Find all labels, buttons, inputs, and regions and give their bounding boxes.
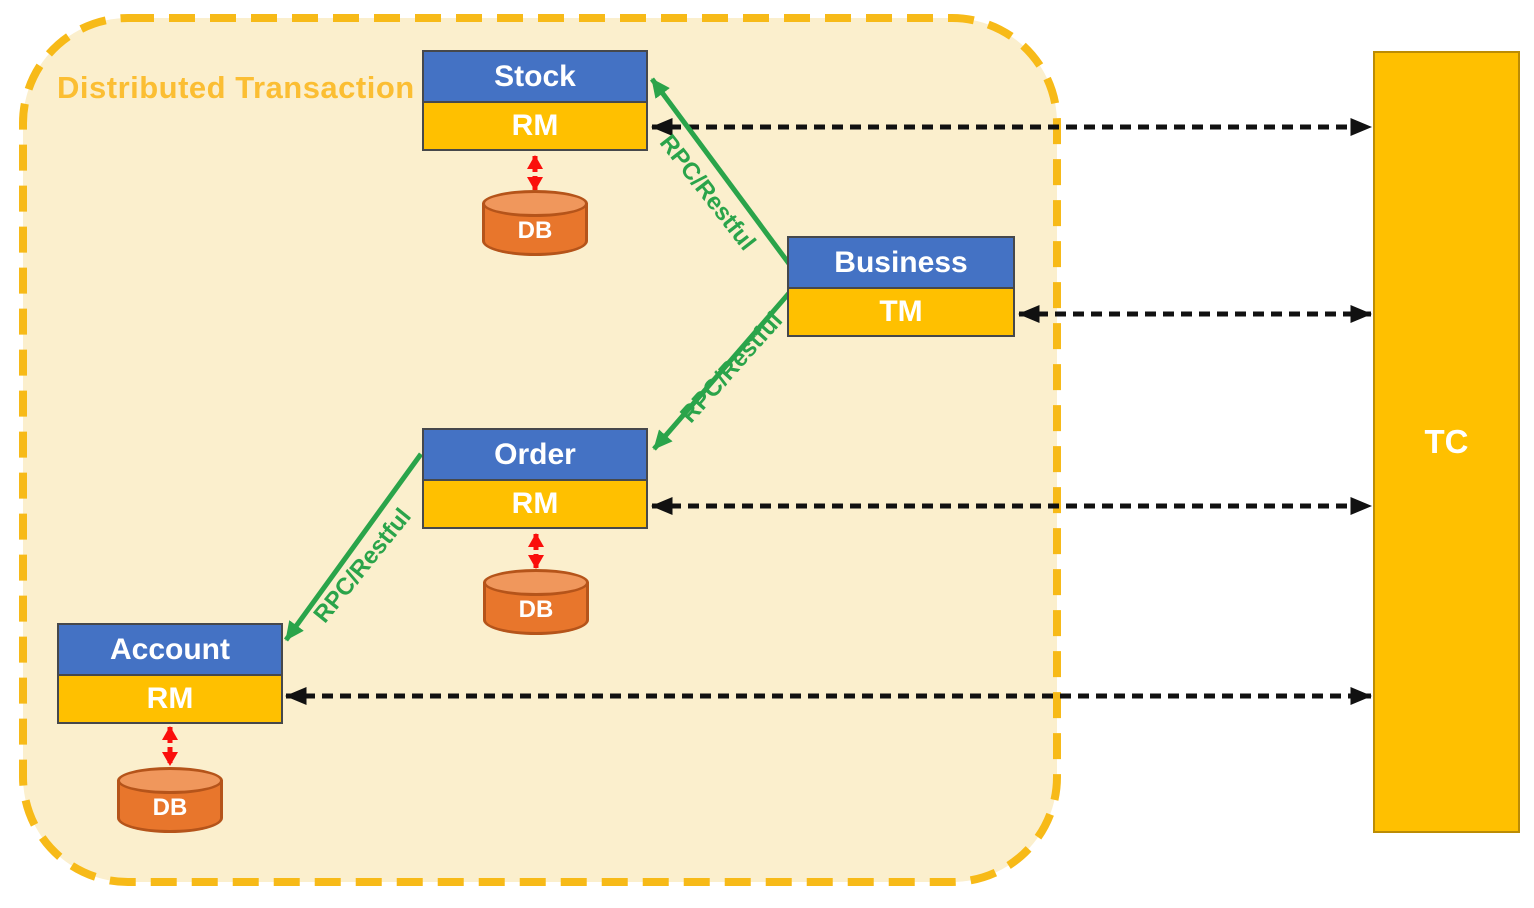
- node-stock: Stock RM: [422, 50, 648, 151]
- node-order: Order RM: [422, 428, 648, 529]
- rpc-edge-order-account: [283, 452, 424, 642]
- db-cylinder-order: DB: [483, 569, 589, 635]
- node-account-header: Account: [57, 623, 283, 676]
- node-account-rm-layer: RM: [57, 676, 283, 724]
- db-cylinder-stock: DB: [482, 190, 588, 256]
- node-stock-header: Stock: [422, 50, 648, 103]
- node-business-tm-label: TM: [879, 295, 923, 328]
- node-business-header: Business: [787, 236, 1015, 289]
- node-stock-rm-layer: RM: [422, 103, 648, 151]
- node-account: Account RM: [57, 623, 283, 724]
- db-cylinder-top: [482, 190, 588, 217]
- node-business: Business TM: [787, 236, 1015, 337]
- node-account-rm-label: RM: [146, 682, 194, 715]
- node-business-tm-layer: TM: [787, 289, 1015, 337]
- node-order-title: Order: [494, 437, 576, 471]
- node-business-title: Business: [834, 245, 968, 279]
- diagram-title: Distributed Transaction: [57, 70, 415, 105]
- rpc-edge-business-stock: [649, 77, 793, 267]
- node-stock-rm-label: RM: [511, 109, 559, 142]
- db-cylinder-top: [483, 569, 589, 596]
- rpc-edge-business-order: [652, 290, 792, 451]
- db-label: DB: [518, 596, 554, 623]
- tc-panel: TC: [1373, 51, 1520, 833]
- node-order-header: Order: [422, 428, 648, 481]
- node-account-title: Account: [110, 632, 230, 666]
- node-stock-title: Stock: [494, 59, 576, 93]
- db-cylinder-top: [117, 767, 223, 794]
- db-label: DB: [152, 794, 188, 821]
- node-order-rm-layer: RM: [422, 481, 648, 529]
- db-label: DB: [517, 217, 553, 244]
- node-order-rm-label: RM: [511, 487, 559, 520]
- db-cylinder-account: DB: [117, 767, 223, 833]
- tc-label: TC: [1424, 423, 1469, 460]
